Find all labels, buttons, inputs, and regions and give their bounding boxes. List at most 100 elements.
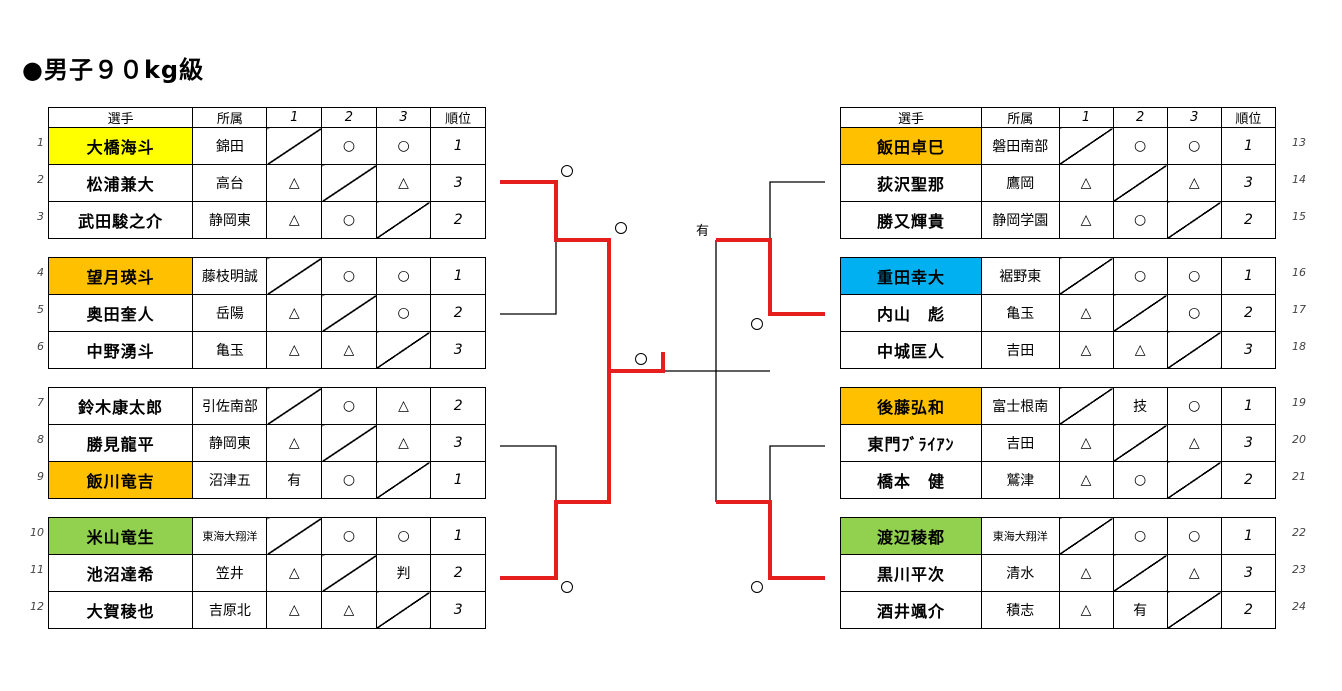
player-team: 岳陽 — [192, 294, 268, 332]
player-name: 内山 彪 — [840, 294, 982, 332]
seed-number: 6 — [37, 340, 44, 353]
player-name: 大賀稜也 — [47, 591, 194, 629]
seed-number: 8 — [37, 433, 44, 446]
match-result: △ — [1058, 294, 1114, 332]
match-result: △ — [1166, 424, 1222, 462]
self-match-cell — [1058, 127, 1114, 165]
match-result: ○ — [321, 127, 377, 165]
pool-row: 松浦兼大高台△△3 — [47, 164, 486, 202]
self-match-cell — [1058, 387, 1114, 425]
player-name: 渡辺稜都 — [840, 517, 982, 555]
pool-row: 橋本 健鷲津△○ 2 — [840, 461, 1277, 499]
bracket-win-mark — [751, 581, 763, 593]
pool-row: 重田幸大裾野東○○1 — [840, 257, 1277, 295]
player-team: 錦田 — [192, 127, 268, 165]
self-match-cell — [1058, 517, 1114, 555]
player-team: 鷲津 — [980, 461, 1060, 499]
bracket-lines — [500, 181, 825, 502]
winner-paths — [500, 180, 825, 580]
player-name: 勝又輝貴 — [840, 201, 982, 239]
player-name: 大橋海斗 — [47, 127, 194, 165]
self-match-cell — [266, 387, 323, 425]
self-match-cell — [321, 294, 377, 332]
pool-rank: 2 — [430, 201, 486, 239]
pool-row: 後藤弘和富士根南技○1 — [840, 387, 1277, 425]
pool-row: 奥田奎人岳陽△○2 — [47, 294, 486, 332]
player-team: 静岡東 — [192, 201, 268, 239]
seed-number: 13 — [1292, 136, 1306, 149]
pool-row: 渡辺稜都東海大翔洋○○1 — [840, 517, 1277, 555]
player-team: 清水 — [980, 554, 1060, 592]
match-result: ○ — [375, 517, 432, 555]
player-name: 酒井颯介 — [840, 591, 982, 629]
match-result: ○ — [1166, 257, 1222, 295]
match-result: △ — [266, 331, 323, 369]
player-team: 沼津五 — [192, 461, 268, 499]
match-result: △ — [375, 424, 432, 462]
pool-rank: 1 — [1220, 127, 1277, 165]
match-result: △ — [1058, 424, 1114, 462]
pool-row: 勝又輝貴静岡学園△○2 — [840, 201, 1277, 239]
pool-rank: 1 — [430, 517, 486, 555]
pool-row: 飯川竜吉沼津五有○1 — [47, 461, 486, 499]
pool-row: 米山竜生東海大翔洋○○1 — [47, 517, 486, 555]
match-result: △ — [1058, 461, 1114, 499]
player-team: 亀玉 — [980, 294, 1060, 332]
match-result: △ — [1058, 331, 1114, 369]
pool-rank: 1 — [1220, 387, 1277, 425]
match-result: ○ — [321, 517, 377, 555]
player-team: 吉田 — [980, 331, 1060, 369]
player-name: 橋本 健 — [840, 461, 982, 499]
match-result: ○ — [321, 201, 377, 239]
seed-number: 23 — [1292, 563, 1306, 576]
player-name: 黒川平次 — [840, 554, 982, 592]
match-result: △ — [1058, 554, 1114, 592]
player-team: 笠井 — [192, 554, 268, 592]
self-match-cell — [375, 461, 432, 499]
self-match-cell — [321, 164, 377, 202]
seed-number: 1 — [37, 136, 44, 149]
match-result: △ — [266, 591, 323, 629]
bracket-yuko-mark: 有 — [696, 224, 710, 239]
match-result: △ — [266, 164, 323, 202]
pool-row: 中城匡人吉田△△3 — [840, 331, 1277, 369]
player-name: 松浦兼大 — [47, 164, 194, 202]
seed-number: 21 — [1292, 470, 1306, 483]
match-result: △ — [1058, 201, 1114, 239]
match-result: △ — [321, 331, 377, 369]
pool-rank: 3 — [430, 424, 486, 462]
self-match-cell — [1166, 331, 1222, 369]
player-team: 藤枝明誠 — [192, 257, 268, 295]
pool-rank: 2 — [1220, 461, 1277, 499]
player-name: 中野湧斗 — [47, 331, 194, 369]
player-team: 磐田南部 — [980, 127, 1060, 165]
player-team: 吉田 — [980, 424, 1060, 462]
pool-rank: 2 — [1220, 201, 1277, 239]
match-result: ○ — [1112, 257, 1168, 295]
pool-row: 東門ﾌﾞﾗｲｱﾝ吉田△△3 — [840, 424, 1277, 462]
pool-rank: 3 — [1220, 331, 1277, 369]
self-match-cell — [375, 201, 432, 239]
pool-row: 中野湧斗亀玉△△3 — [47, 331, 486, 369]
player-team: 富士根南 — [980, 387, 1060, 425]
player-name: 米山竜生 — [47, 517, 194, 555]
player-name: 勝見龍平 — [47, 424, 194, 462]
pool-rank: 2 — [430, 294, 486, 332]
player-team: 高台 — [192, 164, 268, 202]
match-result: ○ — [1112, 461, 1168, 499]
match-result: △ — [1166, 554, 1222, 592]
seed-number: 14 — [1292, 173, 1306, 186]
pool-row: 荻沢聖那鷹岡△△3 — [840, 164, 1277, 202]
pool-rank: 1 — [430, 461, 486, 499]
pool-rank: 3 — [430, 591, 486, 629]
seed-number: 9 — [37, 470, 44, 483]
player-team: 東海大翔洋 — [980, 517, 1060, 555]
player-name: 後藤弘和 — [840, 387, 982, 425]
match-result: 判 — [375, 554, 432, 592]
player-team: 静岡学園 — [980, 201, 1060, 239]
bracket-win-mark — [751, 318, 763, 330]
